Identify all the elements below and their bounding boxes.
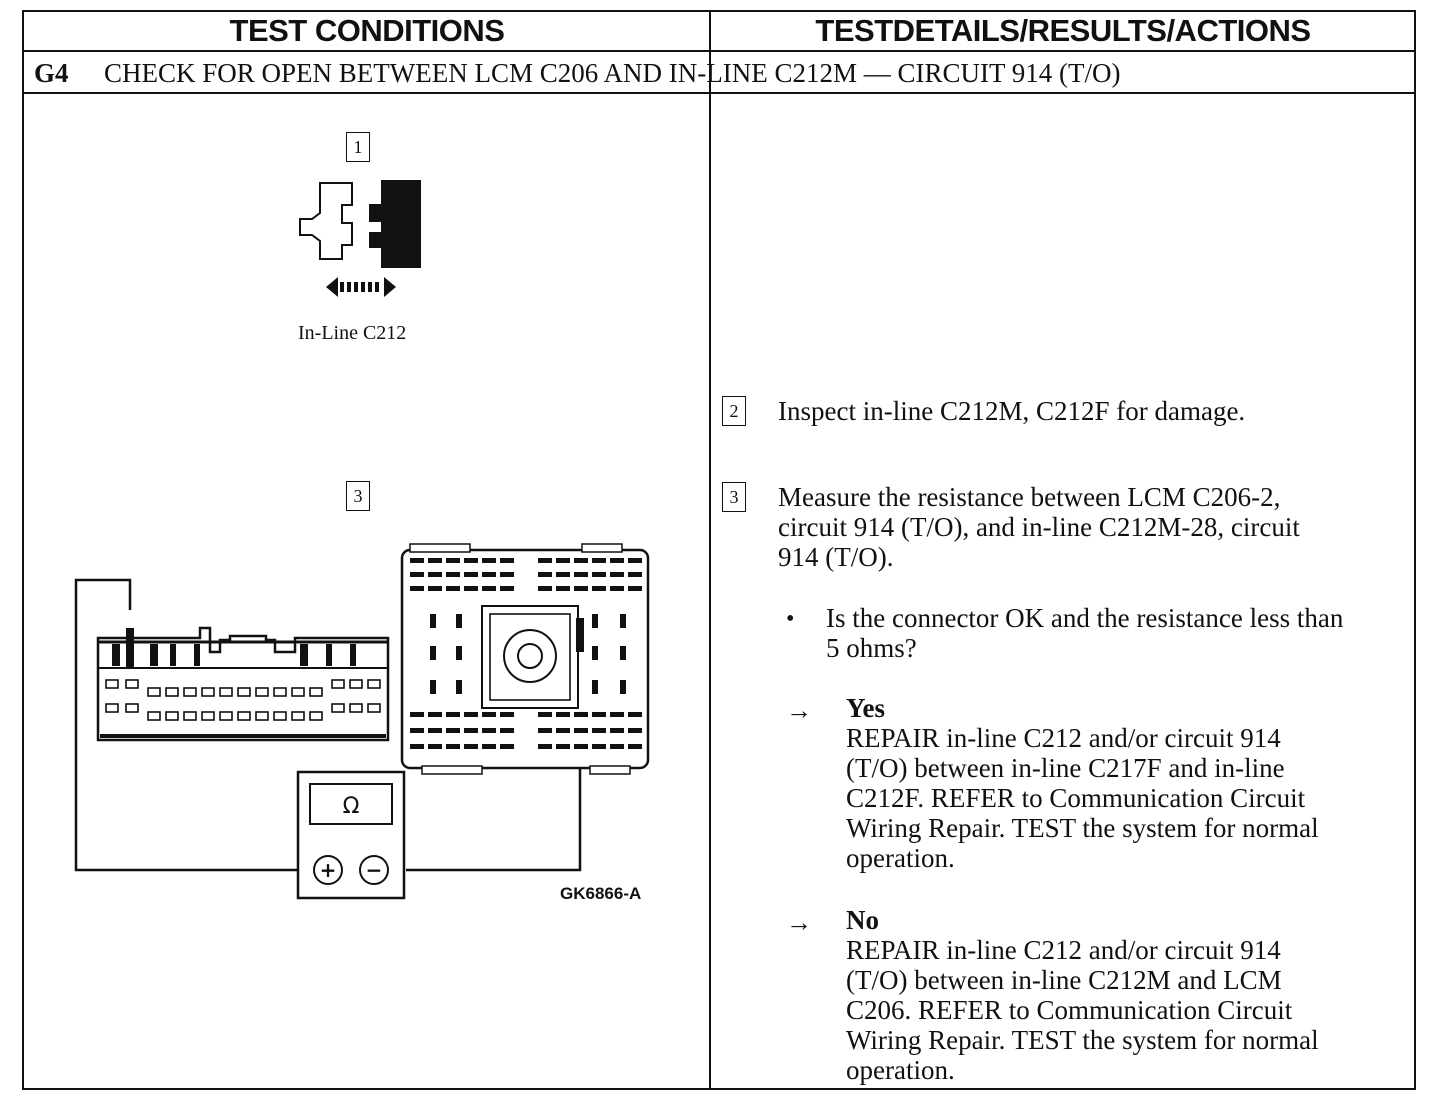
header-rule [22,50,1416,52]
connector-c212-illustration [299,180,421,297]
figure-step-1-number: 1 [346,132,370,162]
plus-terminal-label: + [320,858,337,882]
question-text: Is the connector OK and the resistance l… [826,603,1344,663]
detail-step-3-text: Measure the resistance between LCM C206-… [778,482,1300,572]
answer-yes: Yes REPAIR in-line C212 and/or circuit 9… [846,693,1319,873]
detail-step-3-number: 3 [722,482,746,512]
question-bullet: • [786,606,795,632]
connector-caption: In-Line C212 [298,322,407,344]
step-row-rule [22,92,1416,94]
figure-id: GK6866-A [560,884,642,903]
answer-no: No REPAIR in-line C212 and/or circuit 91… [846,905,1319,1085]
detail-step-2-text: Inspect in-line C212M, C212F for damage. [778,396,1246,426]
procedure-table [22,10,1416,1090]
ohm-symbol: Ω [343,794,360,819]
header-test-conditions: TEST CONDITIONS [229,13,505,48]
answer-yes-title: Yes [846,693,885,723]
figure-step-3-number: 3 [346,481,370,511]
no-arrow-icon: → [786,908,812,937]
separate-arrow-icon [326,277,396,297]
resistance-measurement-diagram: Ω + − [74,543,650,900]
column-divider [709,10,711,1090]
step-code: G4 [34,57,69,88]
yes-arrow-icon: → [786,696,812,725]
header-test-details: TESTDETAILS/RESULTS/ACTIONS [815,13,1311,48]
step-title: CHECK FOR OPEN BETWEEN LCM C206 AND IN-L… [104,57,1121,88]
minus-terminal-label: − [366,858,383,882]
step-title-row: G4 CHECK FOR OPEN BETWEEN LCM C206 AND I… [34,55,1120,91]
answer-no-title: No [846,905,879,935]
detail-step-2-number: 2 [722,396,746,426]
